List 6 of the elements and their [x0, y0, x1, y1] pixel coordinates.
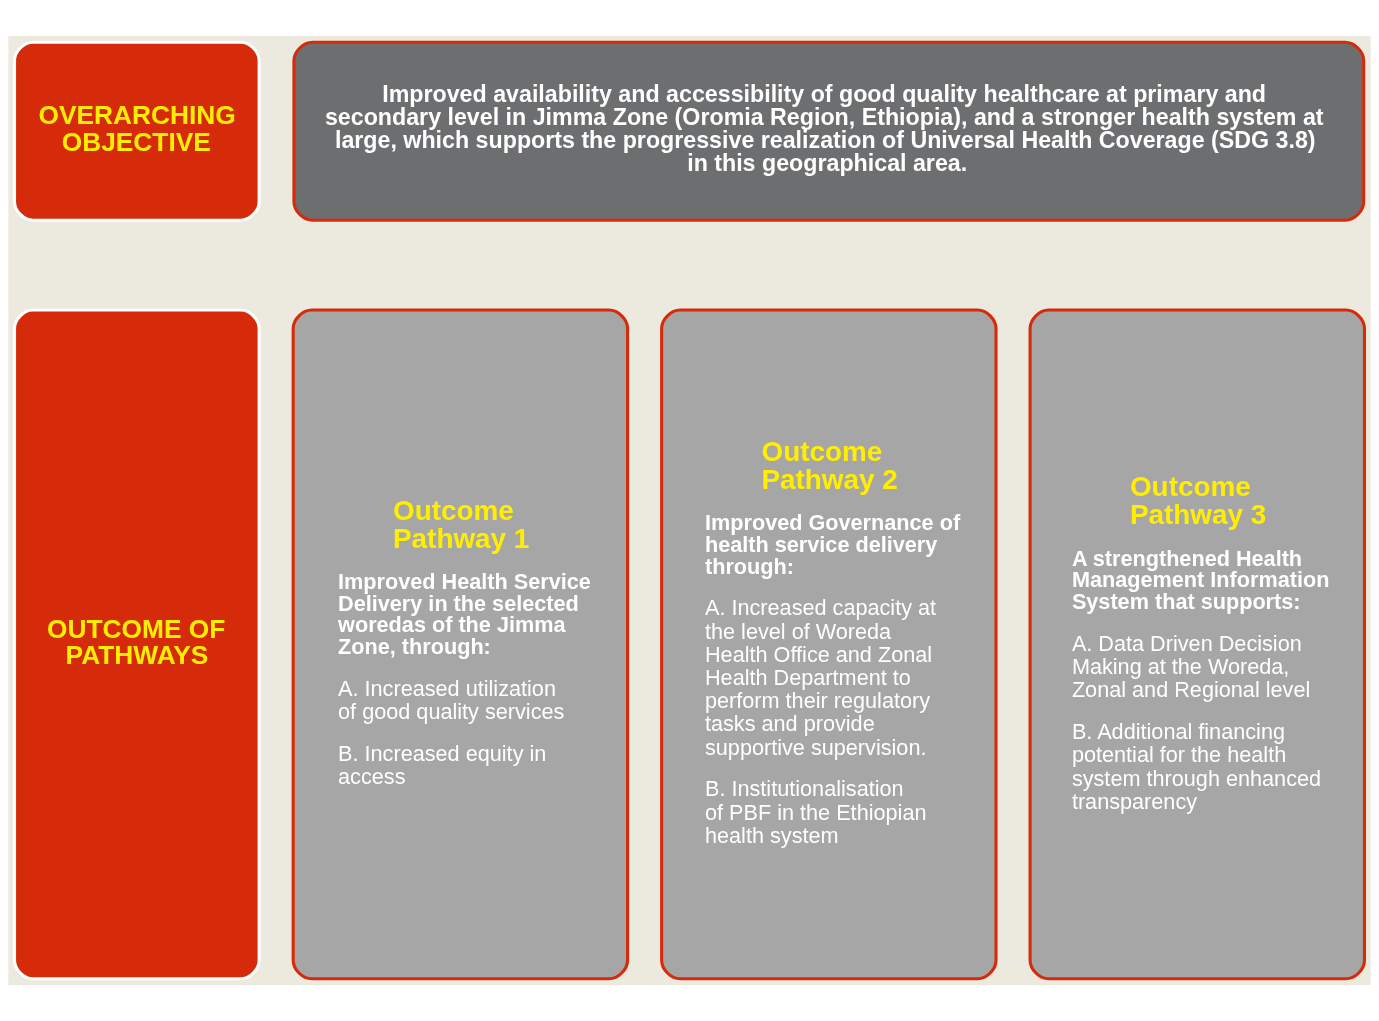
node-box: Outcome Pathway 1 Improved Health Service Delivery in the selected woredas of the Jimma Zone, through: A. Increased utilization of good quality services B. Increased equity in access — [291, 308, 630, 981]
node-box: OUTCOME OF PATHWAYS — [12, 308, 261, 981]
node-box: Improved availability and accessibility of good quality healthcare at primary and secondary level in Jimma Zone (Oromia Region, Ethiopia), and a stronger health system at large, which supports the progressive realization of Universal Health Coverage (SDG 3.8) in this geographical area. — [292, 40, 1366, 222]
node-box: Outcome Pathway 3 A strengthened Health Management Information System that supports: A. Data Driven Decision Making at the Woreda, Zonal and Regional level B. Additional financing potential for the health system through enhanced transparency — [1028, 308, 1367, 981]
node-box: OVERARCHING OBJECTIVE — [12, 40, 261, 222]
node-box: Outcome Pathway 2 Improved Governance of health service delivery through: A. Increased capacity at the level of Woreda Health Office and Zonal Health Department to perform their regulatory tasks and provide supportive supervision. B. Institutionalisation of PBF in the Ethiopian health system — [660, 308, 998, 981]
